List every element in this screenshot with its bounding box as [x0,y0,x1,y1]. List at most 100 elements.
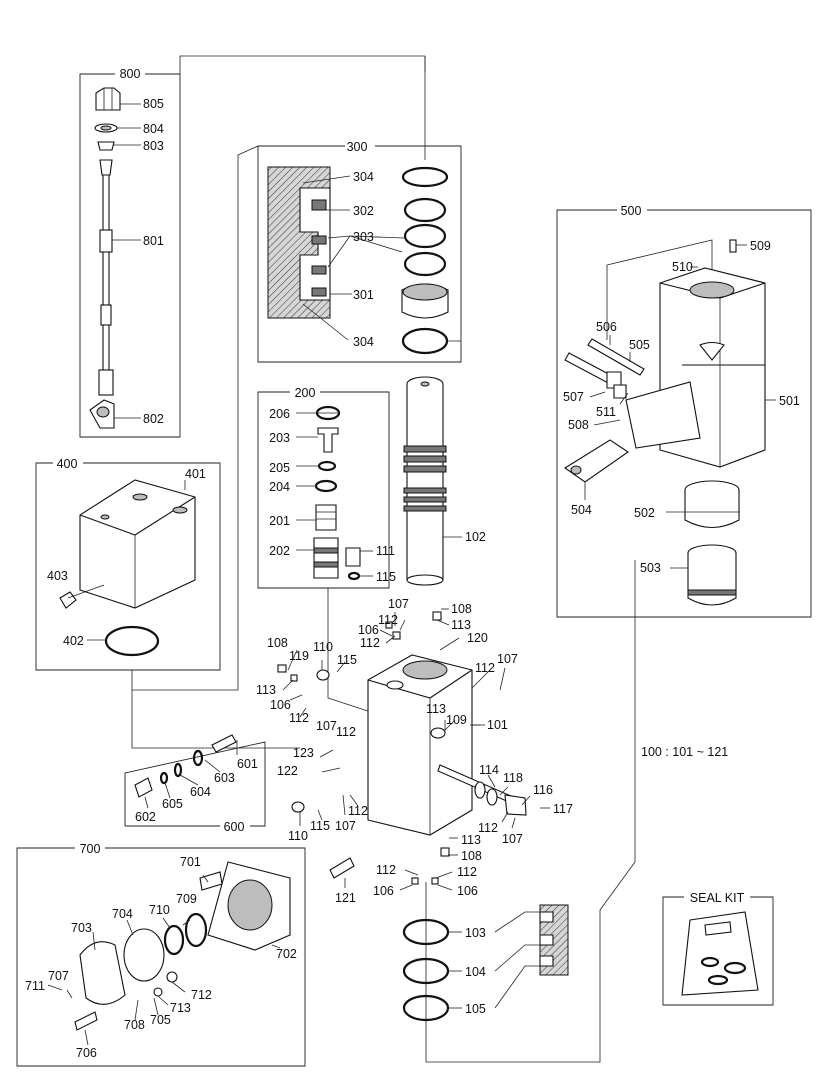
label-511: 511 [596,405,616,419]
label-112-f: 112 [478,821,498,835]
group-label-500: 500 [621,204,642,218]
label-107-a: 107 [388,597,409,611]
label-504: 504 [571,503,592,517]
label-108-c: 108 [461,849,482,863]
label-402: 402 [63,634,84,648]
label-701: 701 [180,855,201,869]
valve-600 [134,734,237,798]
label-303: 303 [353,230,374,244]
label-113-b: 113 [256,683,276,697]
label-115-mid: 115 [337,653,357,667]
label-112-e: 112 [336,725,356,739]
label-203: 203 [269,431,290,445]
piston-102 [403,376,447,586]
label-510: 510 [672,260,693,274]
group-label-200: 200 [295,386,316,400]
label-117: 117 [553,802,573,816]
seal-section-300 [267,166,449,355]
group-label-600: 600 [224,820,245,834]
cover-700 [74,861,291,1031]
label-604: 604 [190,785,211,799]
label-113-c: 113 [426,702,446,716]
label-107-e: 107 [335,819,356,833]
label-111: 111 [376,544,395,558]
label-110-b: 110 [288,829,308,843]
label-507: 507 [563,390,584,404]
label-107-d: 107 [502,832,523,846]
label-112-b: 112 [360,636,380,650]
label-115-low: 115 [310,819,330,833]
label-304: 304 [353,170,374,184]
label-803: 803 [143,139,164,153]
label-102: 102 [465,530,486,544]
label-106-d: 106 [457,884,478,898]
range-note: 100 : 101 ~ 121 [641,745,728,759]
label-709: 709 [176,892,197,906]
label-103: 103 [465,926,486,940]
cylinder-101 [367,654,527,836]
label-120: 120 [467,631,488,645]
label-602: 602 [135,810,156,824]
label-122: 122 [277,764,298,778]
label-113-d: 113 [461,833,481,847]
label-706: 706 [76,1046,97,1060]
group-label-300: 300 [347,140,368,154]
label-708: 708 [124,1018,145,1032]
label-112-h: 112 [376,863,396,877]
label-702: 702 [276,947,297,961]
label-116: 116 [533,783,553,797]
label-202: 202 [269,544,290,558]
label-204: 204 [269,480,290,494]
label-118: 118 [503,771,523,785]
group-boxes: 800 300 500 200 400 600 700 SEAL KIT [16,67,812,1067]
label-104: 104 [465,965,486,979]
label-206: 206 [269,407,290,421]
seal-kit-label: SEAL KIT [690,891,745,905]
label-108-b: 108 [267,636,288,650]
connector-lines [131,55,713,1063]
label-121: 121 [335,891,356,905]
label-101: 101 [487,718,508,732]
small-fittings [277,611,498,885]
label-105: 105 [465,1002,486,1016]
label-112-d: 112 [289,711,309,725]
label-509: 509 [750,239,771,253]
label-401: 401 [185,467,206,481]
label-109: 109 [446,713,467,727]
label-713: 713 [170,1001,191,1015]
group-label-800: 800 [120,67,141,81]
label-106-a: 106 [358,623,379,637]
label-605: 605 [162,797,183,811]
label-508: 508 [568,418,589,432]
seal-kit-bag [681,911,759,996]
label-601: 601 [237,757,258,771]
label-705: 705 [150,1013,171,1027]
label-112-i: 112 [457,865,477,879]
label-501: 501 [779,394,800,408]
label-112-g: 112 [348,804,368,818]
label-106-c: 106 [373,884,394,898]
label-114: 114 [479,763,499,777]
label-106-b: 106 [270,698,291,712]
label-107-b: 107 [497,652,518,666]
label-805: 805 [143,97,164,111]
label-108-a: 108 [451,602,472,616]
label-113-a: 113 [451,618,471,632]
label-801: 801 [143,234,164,248]
hose-assembly-800 [89,87,121,429]
label-302: 302 [353,204,374,218]
label-119: 119 [289,649,309,663]
group-label-400: 400 [57,457,78,471]
label-707: 707 [48,969,69,983]
label-506: 506 [596,320,617,334]
label-403: 403 [47,569,68,583]
label-304-lower: 304 [353,335,374,349]
label-710: 710 [149,903,170,917]
label-704: 704 [112,907,133,921]
back-head-400 [59,479,196,657]
label-802: 802 [143,412,164,426]
label-703: 703 [71,921,92,935]
label-503: 503 [640,561,661,575]
valve-parts-200 [313,405,361,581]
